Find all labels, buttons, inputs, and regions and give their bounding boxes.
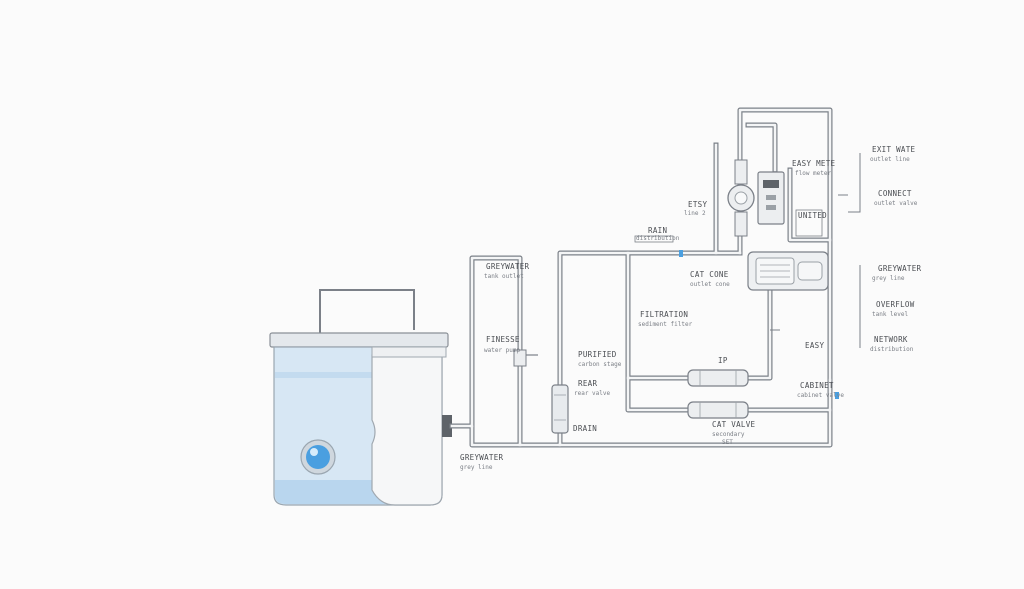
label-easy: EASY: [805, 341, 824, 350]
box-united: [795, 209, 823, 237]
blue-marker-1: [679, 250, 683, 257]
label-overflow-sub: tank level: [872, 311, 909, 318]
label-united: UNITED: [798, 211, 827, 220]
label-cat-valve-sub: secondary: [712, 431, 745, 438]
label-cat-valve: CAT VALVE: [712, 420, 756, 429]
label-etsy-sub: line 2: [684, 210, 706, 217]
label-greywater-tank: GREYWATER: [486, 262, 530, 271]
blue-marker-2: [835, 392, 839, 399]
label-finesse-sub: water pump: [484, 347, 521, 354]
label-connect: CONNECT: [878, 189, 912, 198]
label-drain: DRAIN: [573, 424, 597, 433]
label-ip: IP: [718, 356, 728, 365]
water-tank: [269, 289, 452, 506]
control-box[interactable]: [757, 171, 785, 225]
pump-unit[interactable]: [747, 251, 829, 291]
label-exit-water: EXIT WATE: [872, 145, 916, 154]
label-rain-sub: distribution: [636, 235, 680, 242]
sight-glass-glare: [310, 448, 318, 456]
label-greywater-bottom-sub: grey line: [460, 464, 493, 471]
label-connect-sub: outlet valve: [874, 200, 918, 207]
label-filtration-sub: sediment filter: [638, 321, 693, 328]
leader-lines: [770, 153, 861, 348]
label-purified-sub: carbon stage: [578, 361, 622, 368]
housing-cap: [371, 346, 447, 358]
filter-housing: [371, 354, 443, 506]
box-rain: [634, 235, 674, 243]
label-cat-valve-sub2: SET: [722, 439, 733, 446]
tank-handle: [319, 289, 415, 338]
label-cat-cone-sub: outlet cone: [690, 281, 730, 288]
label-greywater-bottom: GREYWATER: [460, 453, 504, 462]
label-rear-sub: rear valve: [574, 390, 611, 397]
filter-housing-upper[interactable]: [687, 369, 749, 387]
tank-water-line: [275, 372, 441, 378]
pipe-inner: [450, 108, 832, 447]
label-exit-water-sub: outlet line: [870, 156, 910, 163]
label-rear: REAR: [578, 379, 597, 388]
label-greywater: GREYWATER: [878, 264, 922, 273]
label-filtration: FILTRATION: [640, 310, 688, 319]
filter-housing-lower[interactable]: [687, 401, 749, 419]
label-etsy: ETSY: [688, 200, 707, 209]
cartridge-filter[interactable]: [551, 384, 569, 434]
label-network-sub: distribution: [870, 346, 914, 353]
inline-valve-left[interactable]: [513, 349, 538, 367]
label-easy-meter: EASY METE: [792, 159, 836, 168]
label-greywater-tank-sub: tank outlet: [484, 273, 524, 280]
label-easy-meter-sub: flow meter: [795, 170, 832, 177]
label-rain: RAIN: [648, 226, 667, 235]
label-overflow: OVERFLOW: [876, 300, 915, 309]
tank-outlet: [442, 415, 452, 437]
label-finesse: FINESSE: [486, 335, 520, 344]
label-greywater-sub: grey line: [872, 275, 905, 282]
labels-layer: EXIT WATE outlet line EASY METE flow met…: [460, 145, 922, 471]
label-cat-cone: CAT CONE: [690, 270, 729, 279]
tank-lid: [269, 332, 449, 348]
flow-meter[interactable]: [727, 159, 755, 237]
label-cabinet: CABINET: [800, 381, 834, 390]
sight-glass-lens: [306, 445, 330, 469]
label-cabinet-sub: cabinet valve: [797, 392, 844, 399]
label-network: NETWORK: [874, 335, 908, 344]
label-purified: PURIFIED: [578, 350, 617, 359]
